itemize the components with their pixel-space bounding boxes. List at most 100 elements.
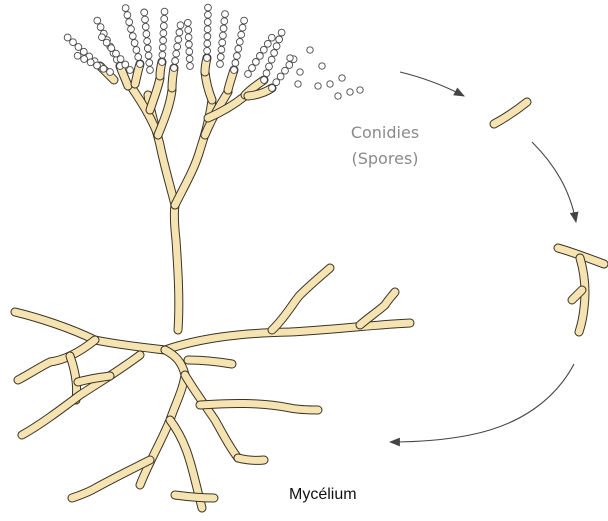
conidium-28 [160, 30, 167, 37]
conidium-31 [161, 8, 168, 15]
hypha-left-1-fill [18, 340, 95, 380]
conidium-47 [231, 67, 238, 74]
conidium-51 [236, 38, 243, 45]
conidium-37 [176, 29, 183, 36]
conidium-23 [122, 5, 129, 12]
conidium-36 [175, 36, 182, 43]
hypha-right-up-1-fill [272, 268, 330, 330]
conidium-62 [278, 29, 285, 36]
conidia-label-line2: (Spores) [352, 149, 419, 168]
conidium-73 [81, 56, 88, 63]
conidium-46 [205, 4, 212, 11]
arrow-germination [532, 142, 576, 222]
mycelium-label: Mycélium [289, 486, 357, 504]
loose-conidium-122 [357, 87, 363, 93]
conidium-16 [135, 54, 142, 61]
conidium-88 [220, 32, 227, 39]
conidium-81 [142, 23, 149, 30]
conidium-38 [177, 22, 184, 29]
conidium-44 [204, 19, 211, 26]
conidium-55 [261, 77, 268, 84]
conidium-15 [137, 61, 144, 68]
conidium-85 [217, 54, 224, 61]
conidium-57 [266, 63, 273, 70]
conidium-25 [159, 51, 166, 58]
conidium-4 [75, 44, 82, 51]
conidium-22 [124, 12, 131, 19]
conidium-101 [253, 59, 260, 66]
conidium-75 [147, 67, 154, 74]
conidium-83 [141, 9, 148, 16]
conidium-95 [186, 41, 193, 48]
conidium-59 [271, 50, 278, 57]
conidium-96 [185, 34, 192, 41]
conidium-112 [99, 34, 106, 41]
conidia-label: Conidies (Spores) [340, 120, 430, 172]
conidium-27 [160, 37, 167, 44]
loose-conidium-123 [295, 81, 301, 87]
conidium-54 [241, 17, 248, 24]
conidium-82 [142, 16, 149, 23]
mycelium-hyphae [15, 58, 604, 508]
conidium-52 [238, 31, 245, 38]
loose-conidium-121 [335, 93, 341, 99]
conidium-89 [220, 25, 227, 32]
conidium-19 [129, 33, 136, 40]
conidium-30 [161, 15, 168, 22]
conidium-76 [146, 59, 153, 66]
conidium-63 [269, 85, 276, 92]
conidium-21 [126, 19, 133, 26]
conidium-50 [235, 45, 242, 52]
conidia-label-line1: Conidies [351, 123, 419, 142]
conidium-34 [173, 50, 180, 57]
conidium-94 [186, 48, 193, 55]
hypha-center-right-tip-fill [238, 458, 264, 460]
free-conidium-fill [494, 102, 527, 124]
conidium-29 [160, 23, 167, 30]
conidium-33 [172, 58, 179, 65]
conidium-42 [204, 33, 211, 40]
conidium-13 [97, 24, 104, 31]
conidium-71 [94, 62, 101, 69]
conidia-chains [64, 4, 363, 99]
conidium-91 [222, 11, 229, 18]
hypha-branch-side-fill [188, 360, 232, 364]
conidium-69 [107, 69, 114, 76]
conidium-80 [143, 31, 150, 38]
loose-conidium-115 [307, 47, 313, 53]
conidium-20 [128, 26, 135, 33]
loose-conidium-114 [297, 69, 303, 75]
hypha-branch-right-fill [200, 403, 318, 410]
conidium-103 [260, 46, 267, 53]
conidium-72 [87, 59, 94, 66]
conidium-90 [221, 18, 228, 25]
loose-conidium-117 [327, 81, 333, 87]
conidium-104 [264, 40, 271, 47]
conidium-49 [234, 53, 241, 60]
conidium-58 [268, 56, 275, 63]
conidium-40 [204, 47, 211, 54]
loose-conidium-113 [287, 55, 293, 61]
conidium-110 [108, 45, 115, 52]
conidium-74 [74, 52, 81, 59]
loose-conidium-120 [347, 89, 353, 95]
conidium-32 [171, 65, 178, 72]
conidium-99 [245, 71, 252, 78]
conidium-14 [94, 17, 101, 24]
conidium-105 [268, 34, 275, 41]
conidium-93 [186, 55, 193, 62]
conidium-106 [127, 67, 134, 74]
conidium-92 [187, 63, 194, 70]
conidium-100 [249, 65, 256, 72]
conidium-78 [144, 45, 151, 52]
conidium-18 [131, 40, 138, 47]
conidium-39 [204, 55, 211, 62]
loose-conidium-118 [315, 83, 321, 89]
conidium-26 [159, 44, 166, 51]
conidium-97 [185, 27, 192, 34]
arrow-spores-dispersal [400, 72, 464, 96]
conidium-45 [205, 11, 212, 18]
loose-conidium-119 [339, 75, 345, 81]
conidium-67 [286, 62, 293, 69]
